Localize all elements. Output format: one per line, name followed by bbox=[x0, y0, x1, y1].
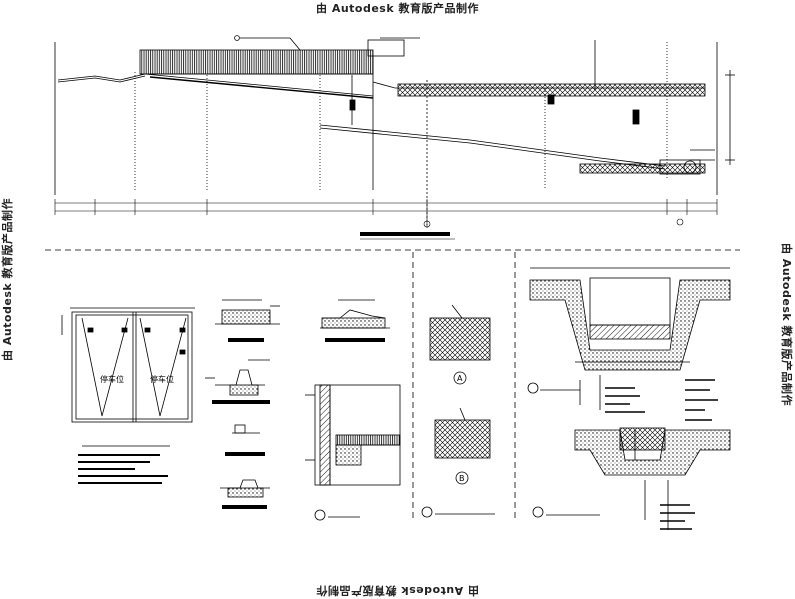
wall-section-detail bbox=[305, 384, 401, 521]
sidewalk-detail bbox=[320, 299, 390, 342]
drainage-ditch-sections bbox=[527, 267, 731, 530]
detail-marker-b: B bbox=[459, 474, 465, 483]
curb-details bbox=[205, 299, 280, 509]
watermark-top: 由 Autodesk 教育版产品制作 bbox=[315, 2, 479, 15]
drainage-notes bbox=[605, 379, 718, 530]
panel-dividers bbox=[45, 249, 740, 520]
parking-space-label-right: 停车位 bbox=[150, 374, 174, 384]
pavement-samples bbox=[421, 304, 495, 518]
longitudinal-section bbox=[54, 35, 735, 225]
detail-marker-a: A bbox=[457, 374, 463, 383]
parking-space-label-left: 停车位 bbox=[100, 374, 124, 384]
dimension-rows bbox=[54, 199, 718, 240]
parking-plan bbox=[61, 307, 195, 484]
